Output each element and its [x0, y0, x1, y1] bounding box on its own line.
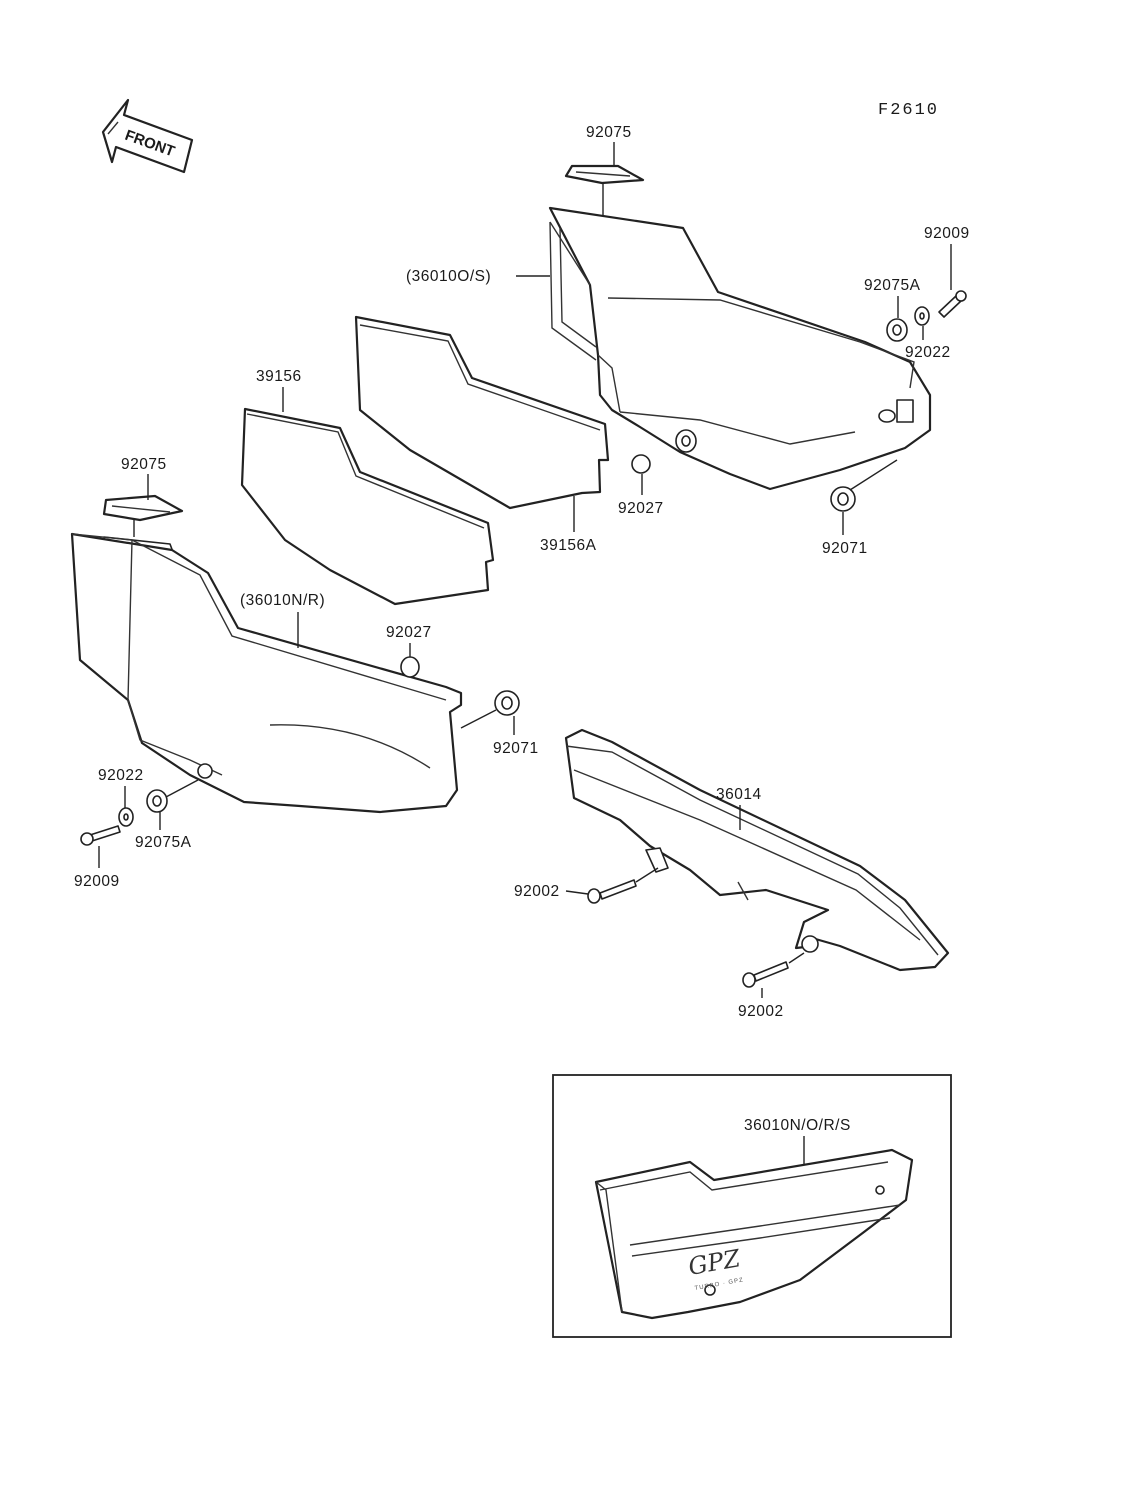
- inset-box: 36010N/O/R/S GPZ TURBO · GPZ: [552, 1074, 952, 1338]
- label-strip-left: 92075: [121, 456, 167, 473]
- figure-reference: F2610: [878, 101, 939, 120]
- grommet-right-icon: [886, 318, 908, 342]
- label-pad-rear: 39156A: [540, 537, 597, 554]
- screw-front-icon: [587, 879, 637, 904]
- label-cover-right: (36010O/S): [406, 268, 491, 285]
- strip-left-top: [102, 494, 184, 522]
- front-direction-arrow-icon: FRONT: [101, 98, 194, 174]
- label-damper-right: 92071: [822, 540, 868, 557]
- washer-right-icon: [914, 306, 930, 326]
- damper-right-icon: [830, 486, 856, 512]
- label-washer-right: 92022: [905, 344, 951, 361]
- label-screw-front: 92002: [514, 883, 560, 900]
- right-side-cover: [516, 142, 932, 491]
- label-grommet-left: 92075A: [135, 834, 192, 851]
- label-collar-left: 92027: [386, 624, 432, 641]
- damper-left-icon: [494, 690, 520, 716]
- label-strip-right: 92075: [586, 124, 632, 141]
- label-damper-left: 92071: [493, 740, 539, 757]
- label-bolt-left: 92009: [74, 873, 120, 890]
- collar-left-icon: [400, 656, 420, 678]
- inset-cover-illustration: GPZ TURBO · GPZ: [594, 1148, 914, 1320]
- label-inset-cover: 36010N/O/R/S: [744, 1117, 851, 1134]
- label-bolt-right: 92009: [924, 225, 970, 242]
- label-cover-left: (36010N/R): [240, 592, 325, 609]
- pad-rear: [354, 315, 610, 510]
- tail-cover: [564, 728, 950, 972]
- bolt-left-icon: [80, 825, 121, 846]
- label-pad-front: 39156: [256, 368, 302, 385]
- left-side-cover: [70, 474, 463, 814]
- bolt-right-icon: [938, 290, 967, 318]
- label-washer-left: 92022: [98, 767, 144, 784]
- grommet-left-icon: [146, 789, 168, 813]
- label-screw-rear: 92002: [738, 1003, 784, 1020]
- pad-front: [240, 407, 495, 606]
- label-tail-cover: 36014: [716, 786, 762, 803]
- screw-rear-icon: [742, 961, 789, 988]
- washer-left-icon: [118, 807, 134, 827]
- label-collar-right: 92027: [618, 500, 664, 517]
- collar-right-icon: [631, 429, 697, 474]
- label-grommet-right: 92075A: [864, 277, 921, 294]
